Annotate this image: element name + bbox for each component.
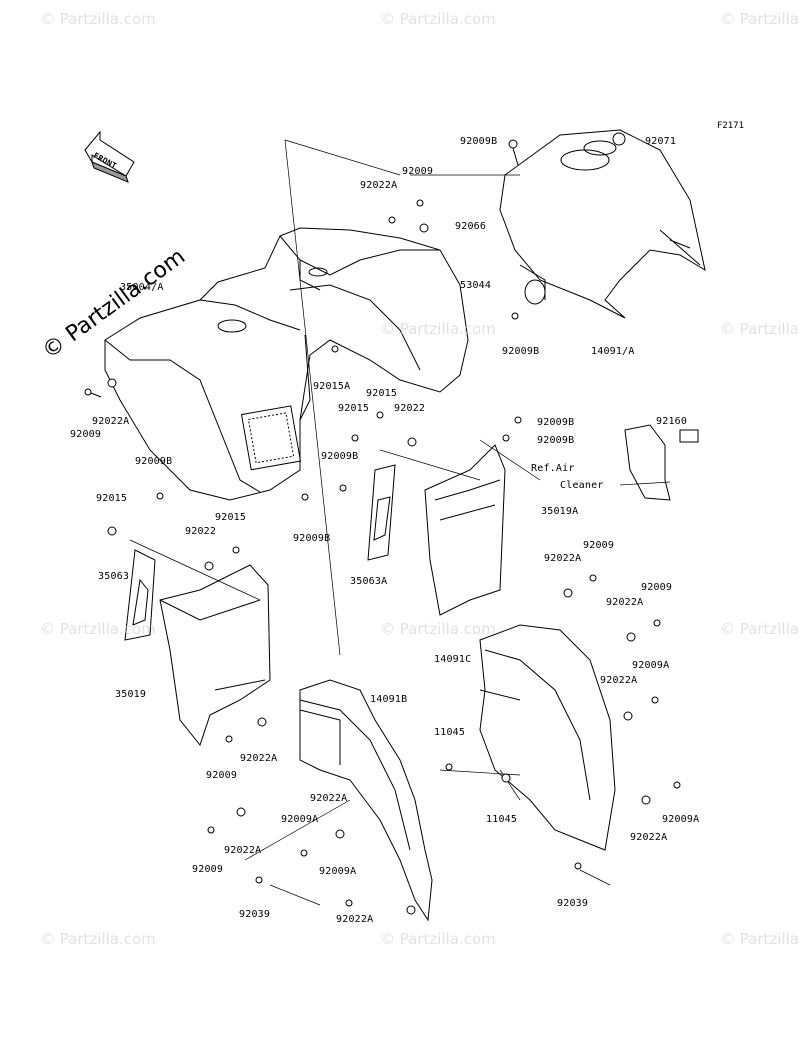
ref-note-line1: Ref.Air [531, 463, 575, 474]
watermark: © Partzilla.com [40, 620, 156, 638]
part-label: 92015 [366, 388, 398, 399]
fender-14091C [479, 624, 616, 851]
part-label: 92009B [537, 417, 575, 428]
figure-id: F2171 [716, 121, 744, 131]
part-label: 92009A [319, 866, 357, 877]
part-label: 92066 [455, 221, 487, 232]
watermark: © Partzilla.com [720, 10, 800, 28]
cover-14091A [499, 129, 706, 319]
part-label: 92009B [293, 533, 331, 544]
front-arrow-icon [84, 130, 135, 183]
part-label: 92009 [206, 770, 238, 781]
watermark: © Partzilla.com [720, 620, 800, 638]
part-label: 92009 [583, 540, 615, 551]
part-label: 92009A [632, 660, 670, 671]
part-label: 92022A [630, 832, 668, 843]
part-label: 92022A [600, 675, 638, 686]
part-label: 35019 [115, 689, 147, 700]
part-label: 92022A [544, 553, 582, 564]
watermark: © Partzilla.com [40, 10, 156, 28]
part-label: 14091C [434, 654, 472, 665]
part-label: 92022A [606, 597, 644, 608]
part-label: 92009B [537, 435, 575, 446]
part-label: 92009 [641, 582, 673, 593]
part-label: 92022A [336, 914, 374, 925]
part-label: 92009B [135, 456, 173, 467]
part-label: 11045 [486, 814, 518, 825]
part-label: 92015 [338, 403, 370, 414]
part-label: 92022A [360, 180, 398, 191]
part-label: 92039 [557, 898, 589, 909]
air-cleaner-ref [624, 424, 699, 501]
part-label: 92039 [239, 909, 271, 920]
rear-fender-35004 [104, 227, 469, 501]
part-label: 92022 [185, 526, 217, 537]
part-label: 92022 [394, 403, 426, 414]
watermark: © Partzilla.com [720, 930, 800, 948]
part-label: 92009A [281, 814, 319, 825]
part-label: 35063 [98, 571, 130, 582]
part-label: 92009 [192, 864, 224, 875]
part-label: 11045 [434, 727, 466, 738]
part-label: 92015A [313, 381, 351, 392]
watermark: © Partzilla.com [720, 320, 800, 338]
fender-14091B [299, 679, 433, 922]
part-label: 92009A [662, 814, 700, 825]
brackets-35063 [124, 464, 396, 641]
part-label: 14091B [370, 694, 408, 705]
part-label: 92160 [656, 416, 688, 427]
part-label: 92022A [224, 845, 262, 856]
part-label: 35019A [541, 506, 579, 517]
fasteners [84, 132, 681, 915]
part-label: 92009B [460, 136, 498, 147]
part-label: 35063A [350, 576, 388, 587]
part-label: 92015 [96, 493, 128, 504]
part-label: 92022A [92, 416, 130, 427]
mudflap-35019A [424, 444, 506, 616]
part-label: 92009 [70, 429, 102, 440]
mudflap-35019 [159, 564, 271, 747]
part-label: 92015 [215, 512, 247, 523]
watermark: © Partzilla.com [380, 930, 496, 948]
part-label: 92009B [321, 451, 359, 462]
ref-note-line2: Cleaner [560, 480, 604, 491]
part-label: 53044 [460, 280, 492, 291]
part-label: 92071 [645, 136, 677, 147]
watermark: © Partzilla.com [380, 320, 496, 338]
watermark: © Partzilla.com [40, 930, 156, 948]
watermark: © Partzilla.com [380, 10, 496, 28]
part-label: 35004/A [120, 282, 164, 293]
part-label: 14091/A [591, 346, 635, 357]
part-label: 92009 [402, 166, 434, 177]
watermark: © Partzilla.com [380, 620, 496, 638]
part-label: 92022A [310, 793, 348, 804]
part-label: 92022A [240, 753, 278, 764]
part-label: 92009B [502, 346, 540, 357]
